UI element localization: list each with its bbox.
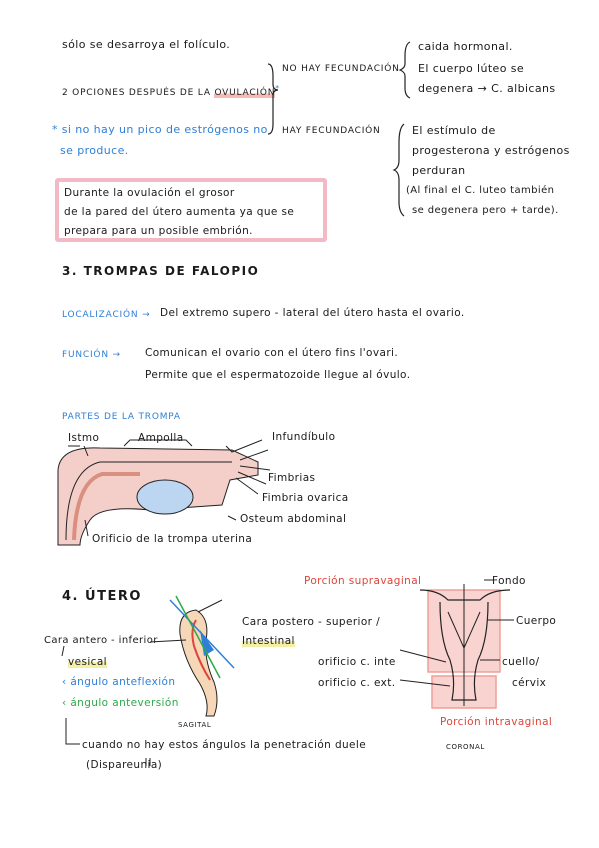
label-osteum: Osteum abdominal <box>240 513 347 525</box>
fallopian-tube-drawing <box>57 439 271 546</box>
label-porcion-intra: Porción intravaginal <box>440 716 553 728</box>
section3-heading: 3. TROMPAS DE FALOPIO <box>62 264 259 278</box>
label-infundibulo: Infundíbulo <box>272 431 336 443</box>
note-follicle: sólo se desarroya el folículo. <box>62 38 231 51</box>
label-cervix: cérvix <box>512 677 547 689</box>
partes-title: PARTES DE LA TROMPA <box>62 412 181 422</box>
section3-title: TROMPAS DE FALOPIO <box>83 264 260 278</box>
uterus-sagittal-drawing <box>149 595 235 717</box>
asterisk-mark: * <box>275 84 280 93</box>
vesical-text: vesical <box>68 656 107 668</box>
note-two-options: 2 OPCIONES DESPUÉS DE LA OVULACIÓN* <box>62 82 280 100</box>
no-fec-item-2: El cuerpo lúteo se <box>418 62 525 75</box>
section3-number: 3. <box>62 264 78 278</box>
label-cuerpo: Cuerpo <box>516 615 557 627</box>
funcion-line-1: Comunican el ovario con el útero fins l'… <box>145 347 399 359</box>
footnote-line-1: * si no hay un pico de estrógenos no <box>52 123 268 136</box>
label-orificio-ext: orificio c. ext. <box>318 677 396 689</box>
label-cara-postero: Cara postero - superior / <box>242 616 381 628</box>
label-angulo-anteflexion: ‹ ángulo anteflexión <box>62 676 176 688</box>
two-options-prefix: 2 OPCIONES DESPUÉS DE LA <box>62 88 215 98</box>
label-istmo: Istmo <box>68 432 100 444</box>
section4-heading: 4. ÚTERO <box>62 590 142 604</box>
hay-fecundacion-label: HAY FECUNDACIÓN <box>282 126 381 136</box>
brace-two-options <box>267 63 279 135</box>
hay-fec-item-5: se degenera pero + tarde). <box>412 205 559 216</box>
label-vesical: vesical <box>68 655 107 669</box>
anteflexion-text: ángulo anteflexión <box>70 676 176 688</box>
label-cara-antero: Cara antero - inferior <box>44 635 158 646</box>
boxed-note-line-2: de la pared del útero aumenta ya que se <box>64 206 295 218</box>
label-porcion-supra: Porción supravaginal <box>304 575 422 587</box>
anteversion-text: ángulo anteversión <box>70 697 179 709</box>
label-fondo: Fondo <box>492 575 526 587</box>
label-cuello: cuello/ <box>502 656 540 668</box>
ditto-marks <box>145 758 151 766</box>
label-fimbria-ovarica: Fimbria ovarica <box>262 492 349 504</box>
no-fecundacion-label: NO HAY FECUNDACIÓN <box>282 64 400 74</box>
boxed-note <box>55 178 327 242</box>
hay-fec-item-3: perduran <box>412 164 466 177</box>
footer-line-1: cuando no hay estos ángulos la penetraci… <box>82 739 367 751</box>
label-sagital: SAGITAL <box>178 721 212 729</box>
intestinal-text: Intestinal <box>242 635 295 647</box>
localizacion-text: Del extremo supero - lateral del útero h… <box>160 307 465 319</box>
localizacion-label: LOCALIZACIÓN → <box>62 310 151 320</box>
label-angulo-anteversion: ‹ ángulo anteversión <box>62 697 179 709</box>
brace-no-fec <box>398 41 411 99</box>
hay-fec-item-4: (Al final el C. luteo también <box>406 185 555 196</box>
footer-line-2: (Dispareunia) <box>86 759 163 771</box>
label-ampolla: Ampolla <box>138 432 184 444</box>
boxed-note-line-1: Durante la ovulación el grosor <box>64 187 235 199</box>
label-orificio-int: orificio c. inte <box>318 656 396 668</box>
ovulation-keyword: OVULACIÓN <box>214 88 276 98</box>
footer-arrow <box>65 718 80 745</box>
funcion-label: FUNCIÓN → <box>62 350 121 360</box>
hay-fec-item-2: progesterona y estrógenos <box>412 144 570 157</box>
hay-fec-item-1: El estímulo de <box>412 124 496 137</box>
label-intestinal: Intestinal <box>242 634 295 648</box>
no-fec-item-1: caida hormonal. <box>418 40 513 53</box>
ovary-shape <box>136 479 194 515</box>
label-orificio: Orificio de la trompa uterina <box>92 533 253 545</box>
no-fec-item-3: degenera → C. albicans <box>418 82 556 95</box>
uterus-coronal-drawing <box>399 579 514 709</box>
footnote-line-2: se produce. <box>60 144 129 157</box>
label-fimbrias: Fimbrias <box>268 472 316 484</box>
section4-title: ÚTERO <box>85 589 142 604</box>
boxed-note-line-3: prepara para un posible embrión. <box>64 225 253 237</box>
brace-hay-fec <box>392 123 405 217</box>
label-coronal: CORONAL <box>446 743 485 751</box>
funcion-line-2: Permite que el espermatozoide llegue al … <box>145 369 411 381</box>
section4-number: 4. <box>62 589 79 604</box>
